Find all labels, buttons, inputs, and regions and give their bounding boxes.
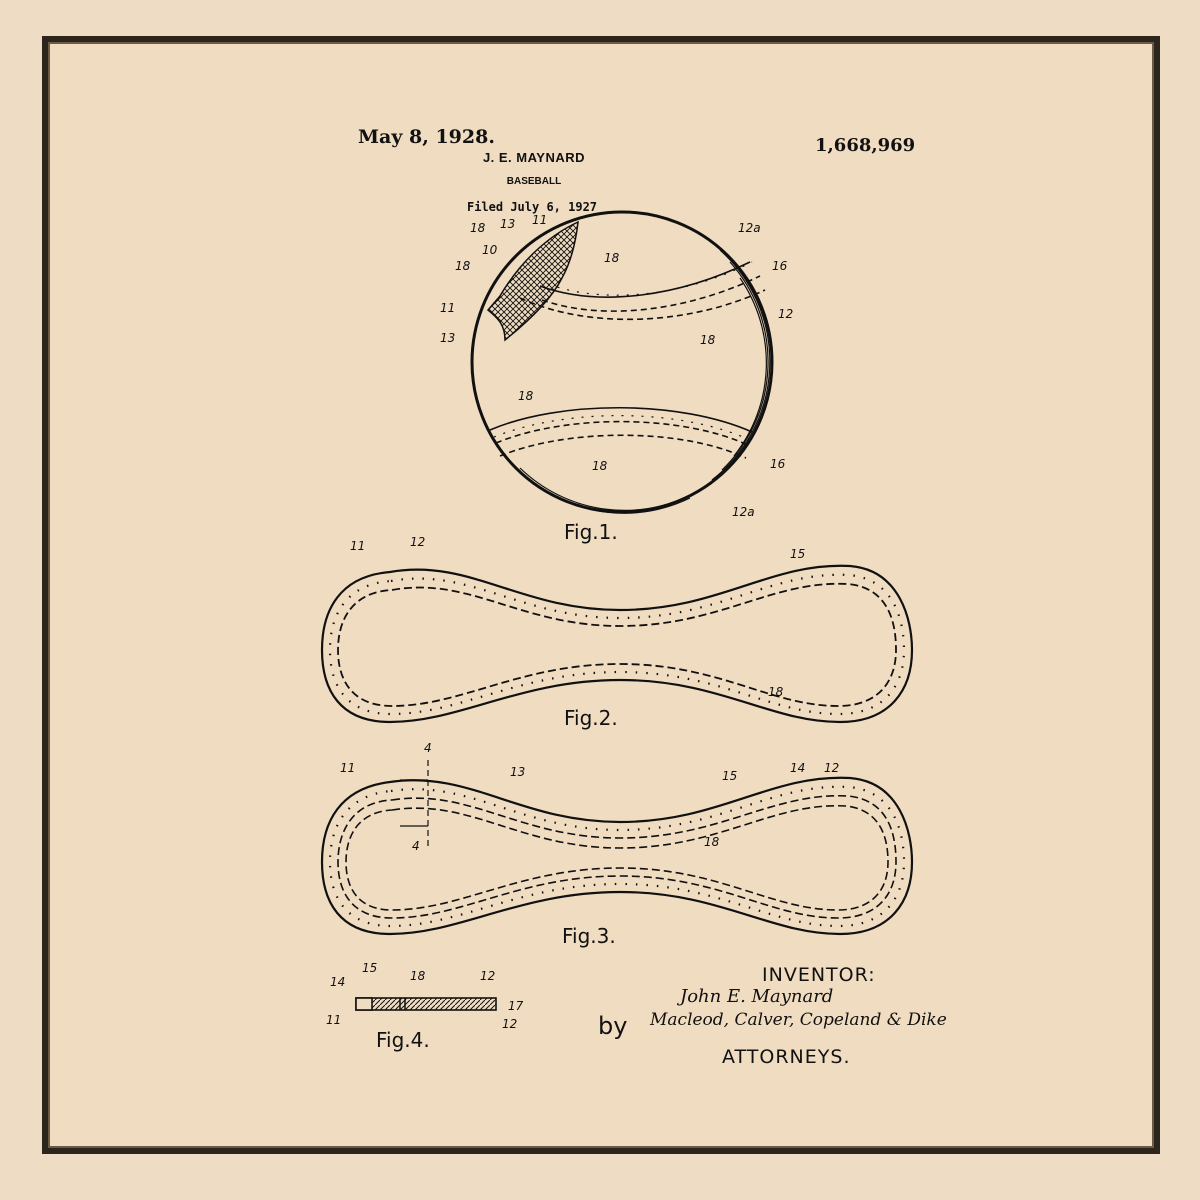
patent-title: BASEBALL bbox=[506, 176, 562, 187]
filed-date: Filed July 6, 1927 bbox=[466, 200, 598, 214]
svg-text:18: 18 bbox=[592, 459, 608, 473]
fig1-caption: Fig.1. bbox=[564, 520, 618, 544]
fig4-caption: Fig.4. bbox=[376, 1028, 430, 1052]
svg-text:12: 12 bbox=[824, 761, 839, 775]
svg-text:12: 12 bbox=[778, 307, 793, 321]
svg-text:4: 4 bbox=[412, 839, 420, 853]
svg-text:14: 14 bbox=[790, 761, 805, 775]
svg-text:15: 15 bbox=[790, 547, 805, 561]
inventor-name: J. E. MAYNARD bbox=[482, 150, 586, 165]
attorneys-signature: Macleod, Calver, Copeland & Dike bbox=[650, 1010, 947, 1030]
svg-text:4: 4 bbox=[424, 741, 432, 755]
inventor-signature: John E. Maynard bbox=[680, 986, 834, 1007]
svg-text:18: 18 bbox=[518, 389, 534, 403]
svg-text:13: 13 bbox=[500, 217, 515, 231]
svg-text:18: 18 bbox=[768, 685, 784, 699]
svg-text:12: 12 bbox=[502, 1017, 517, 1031]
svg-text:11: 11 bbox=[340, 761, 355, 775]
fig4-cross-section bbox=[355, 997, 497, 1011]
svg-text:11: 11 bbox=[326, 1013, 341, 1027]
svg-text:12a: 12a bbox=[732, 505, 755, 519]
svg-text:18: 18 bbox=[470, 221, 486, 235]
fig1-baseball bbox=[470, 210, 774, 514]
svg-text:10: 10 bbox=[482, 243, 498, 257]
svg-text:18: 18 bbox=[700, 333, 716, 347]
svg-text:16: 16 bbox=[770, 457, 786, 471]
svg-text:14: 14 bbox=[330, 975, 345, 989]
svg-text:15: 15 bbox=[722, 769, 737, 783]
document-frame bbox=[42, 36, 1160, 1154]
svg-text:12: 12 bbox=[410, 535, 425, 549]
patent-date: May 8, 1928. bbox=[358, 126, 495, 148]
svg-text:11: 11 bbox=[350, 539, 365, 553]
svg-text:18: 18 bbox=[410, 969, 426, 983]
inventor-label: INVENTOR: bbox=[762, 964, 876, 986]
fig3-caption: Fig.3. bbox=[562, 924, 616, 948]
svg-text:18: 18 bbox=[704, 835, 720, 849]
svg-text:17: 17 bbox=[508, 999, 524, 1013]
fig2-caption: Fig.2. bbox=[564, 706, 618, 730]
reference-labels: 18 13 11 10 18 11 13 18 12a 16 12 18 18 … bbox=[326, 213, 839, 1031]
fig3-cover-strip bbox=[320, 760, 914, 936]
svg-text:18: 18 bbox=[455, 259, 471, 273]
svg-text:11: 11 bbox=[532, 213, 547, 227]
svg-text:13: 13 bbox=[510, 765, 525, 779]
svg-text:16: 16 bbox=[772, 259, 788, 273]
attorneys-label: ATTORNEYS. bbox=[722, 1046, 851, 1068]
svg-text:11: 11 bbox=[440, 301, 455, 315]
fig2-cover-strip bbox=[320, 564, 914, 724]
svg-text:13: 13 bbox=[440, 331, 455, 345]
by-label: by bbox=[598, 1012, 628, 1040]
svg-text:18: 18 bbox=[604, 251, 620, 265]
svg-text:12a: 12a bbox=[738, 221, 761, 235]
svg-text:12: 12 bbox=[480, 969, 495, 983]
patent-number: 1,668,969 bbox=[815, 135, 916, 156]
svg-text:15: 15 bbox=[362, 961, 377, 975]
